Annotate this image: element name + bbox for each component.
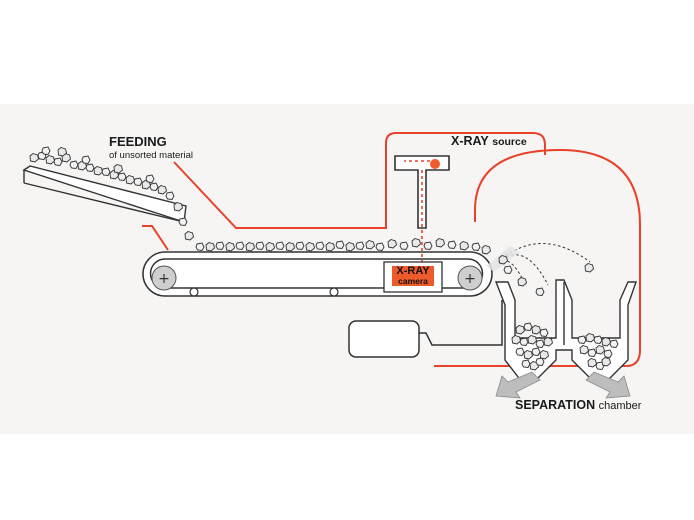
xray-source-label: X-RAY source [451, 135, 527, 148]
chamber-dome-line [434, 148, 641, 367]
xray-source-rest: source [492, 136, 527, 148]
feeding-subtitle: of unsorted material [109, 150, 193, 161]
xray-camera-box [383, 261, 443, 293]
pulley-left: + [151, 265, 177, 291]
xray-beam [404, 160, 430, 266]
control-unit [348, 300, 503, 358]
xray-housing-line [173, 132, 546, 229]
output-arrows [495, 371, 631, 399]
feeder-support-line [142, 225, 169, 251]
plus-icon: + [158, 271, 170, 287]
xray-source-housing [394, 155, 450, 229]
housing-outline [142, 132, 641, 367]
pulley-right: + [457, 265, 483, 291]
arrow-right-down [585, 371, 631, 399]
xray-emitter [430, 159, 440, 169]
xray-source-bold: X-RAY [451, 134, 489, 148]
feeding-title: FEEDING [109, 134, 167, 149]
rocks-flying [498, 255, 594, 296]
return-rollers [189, 287, 339, 297]
plus-icon: + [464, 271, 476, 287]
separation-bold: SEPARATION [515, 398, 596, 412]
arrow-left-down [495, 371, 541, 399]
xray-camera-rest: camera [398, 276, 428, 286]
separation-label: SEPARATION chamber [515, 399, 641, 412]
separation-rest: chamber [598, 400, 642, 412]
xray-camera-label: X-RAY camera [392, 266, 434, 286]
xray-camera-bold: X-RAY [396, 265, 430, 277]
feeder-chute [22, 165, 187, 223]
